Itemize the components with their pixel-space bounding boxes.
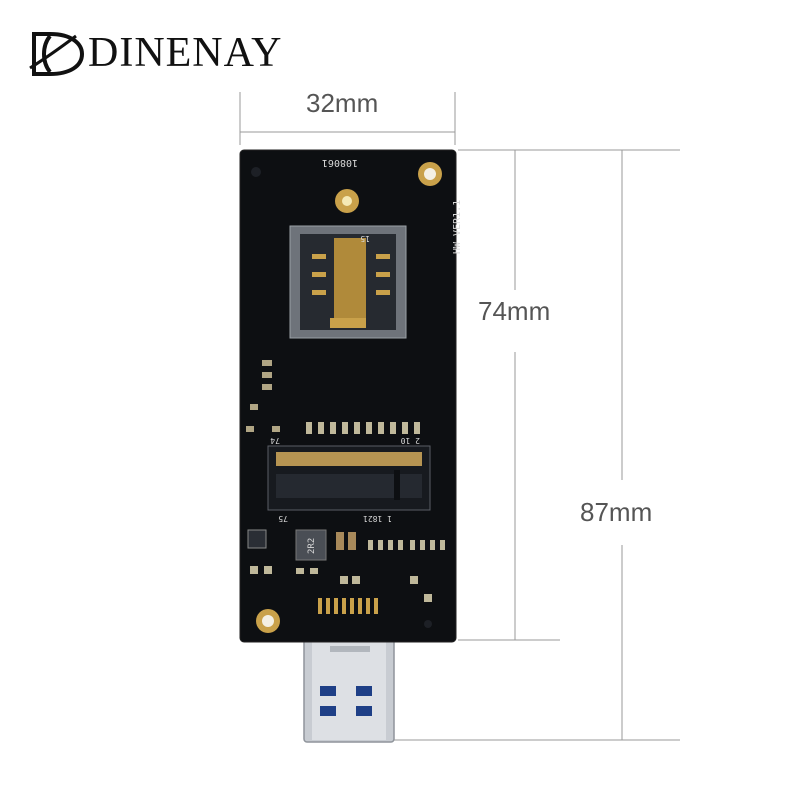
inductor (295, 529, 327, 561)
brand-name: DINENAY (88, 30, 283, 76)
version-marking: HW VER1.1 (452, 200, 463, 254)
connector-bottom-right-marking: 1 1821 (363, 514, 392, 523)
connector-bottom-left-marking: 75 (278, 514, 288, 523)
inductor-marking: 2R2 (307, 538, 317, 554)
connector-right-marking: 2 10 (401, 436, 420, 445)
board-length-dimension-label: 74mm (478, 296, 551, 326)
total-length-dimension-label: 87mm (580, 497, 653, 527)
connector-left-marking: 74 (270, 436, 280, 445)
pcb-board (239, 149, 457, 643)
usb-board-contacts (318, 598, 378, 614)
brand-d-glyph-icon (29, 32, 85, 76)
brand-logo: DINENAY (28, 28, 282, 78)
smd-component-row-bottom (250, 540, 445, 602)
sim-card-slot (289, 225, 407, 339)
m2-connector-slot (267, 445, 431, 511)
smd-component-row-top (306, 422, 420, 434)
serial-marking: 108061 (322, 157, 358, 168)
width-dimension-label: 32mm (306, 88, 379, 118)
sim-pin-marking: 15 (360, 234, 370, 243)
dimension-lines (239, 92, 680, 741)
